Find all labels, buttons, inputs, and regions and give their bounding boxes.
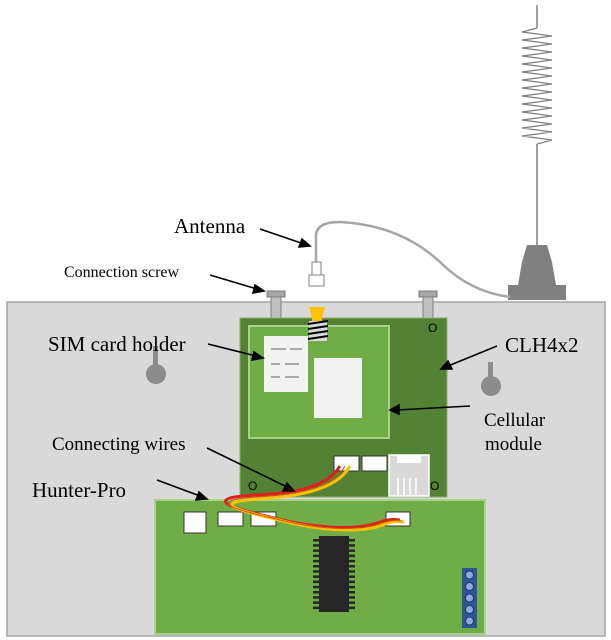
label-clh4x2: CLH4x2 (505, 333, 579, 357)
chip-pin (313, 565, 319, 568)
ethernet-port (388, 454, 430, 497)
arrow-connecting-wires (206, 447, 288, 488)
board-hole-top-right: O (428, 321, 437, 335)
chip-pin (313, 580, 319, 584)
board-hole-bottom-left: O (248, 479, 257, 493)
chip-pin (349, 549, 355, 552)
chip-pin (349, 539, 355, 542)
terminal-screw (465, 616, 474, 626)
chip-pin (313, 591, 319, 594)
label-sim-card-holder: SIM card holder (48, 332, 186, 356)
chip-pin (349, 591, 355, 594)
arrows (156, 228, 498, 501)
chip-pin (349, 601, 355, 604)
chip-pin (313, 570, 319, 573)
label-cellular-line1: Cellular (484, 410, 546, 431)
terminal-screw (465, 570, 474, 580)
label-connection-screw: Connection screw (64, 264, 180, 281)
terminal-screw (465, 605, 474, 614)
sim-card (264, 336, 308, 392)
antenna-connector (307, 261, 329, 341)
mounting-hole-left (146, 346, 166, 384)
chip-pin (313, 601, 319, 604)
chip-pin (349, 565, 355, 568)
chip-pin (349, 544, 355, 547)
hunter-connector-1 (183, 511, 207, 534)
chip-pin (349, 596, 355, 599)
clh-connector-2 (361, 455, 388, 472)
label-hunter-pro: Hunter-Pro (32, 478, 126, 502)
chip-pin (349, 580, 355, 584)
chip-pin (313, 544, 319, 547)
chip-pin (313, 585, 319, 589)
label-cellular-line2: module (485, 434, 542, 455)
chip-pin (349, 585, 355, 589)
arrow-sim-card-holder (207, 343, 257, 357)
terminal-screw (465, 582, 474, 591)
chip-pin (313, 575, 319, 578)
dip-chip (313, 536, 355, 612)
chip-pin (349, 606, 355, 610)
module-chip (314, 358, 362, 418)
terminal-screw (465, 593, 474, 603)
chip-pin (313, 559, 319, 563)
arrow-hunter-pro (156, 479, 201, 497)
chip-pin (349, 554, 355, 558)
chip-pin (313, 539, 319, 542)
chip-pin (349, 575, 355, 578)
antenna-cable (314, 220, 511, 299)
connecting-wires (224, 465, 405, 532)
arrow-antenna (259, 228, 305, 245)
terminal-block (462, 568, 477, 628)
chip-pin (349, 570, 355, 573)
label-connecting-wires: Connecting wires (52, 434, 186, 455)
chip-pin (313, 606, 319, 610)
arrow-connection-screw (209, 274, 258, 290)
hunter-connector-2 (217, 511, 244, 527)
arrow-clh4x2 (447, 345, 498, 367)
chip-pin (313, 596, 319, 599)
chip-pin (349, 559, 355, 563)
board-hole-bottom-right: O (430, 479, 439, 493)
chip-pin (313, 554, 319, 558)
mounting-hole-right (481, 362, 501, 396)
spring-antenna (508, 5, 566, 300)
label-antenna: Antenna (174, 214, 246, 238)
chip-pin (313, 549, 319, 552)
arrow-cellular-module (396, 405, 471, 411)
